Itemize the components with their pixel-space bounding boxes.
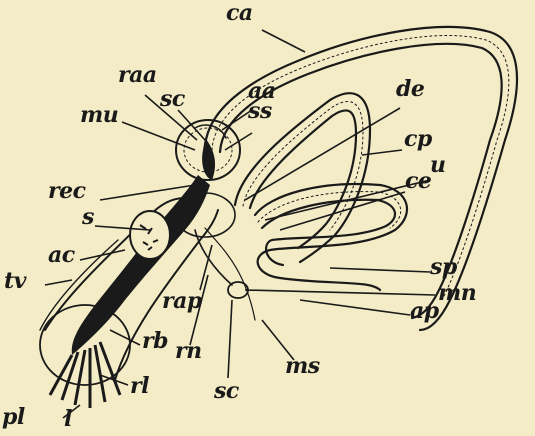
nerve-branch-2 — [205, 228, 255, 320]
label-tv: tv — [4, 270, 26, 292]
label-rec: rec — [48, 180, 85, 202]
leader-ap — [300, 300, 410, 315]
label-ca: ca — [226, 2, 253, 24]
label-ce: ce — [405, 170, 431, 192]
label-rb: rb — [142, 330, 168, 352]
label-raa: raa — [118, 64, 157, 86]
label-ap: ap — [410, 300, 439, 322]
label-pl: pl — [2, 406, 25, 428]
label-mn: mn — [438, 282, 476, 304]
label-cp: cp — [404, 128, 432, 150]
label-ms: ms — [285, 355, 320, 377]
leader-sp — [330, 268, 430, 272]
label-rap: rap — [162, 290, 202, 312]
leader-ac — [80, 250, 125, 260]
leader-sc-bottom — [228, 300, 232, 378]
nerve-fan — [50, 342, 120, 408]
label-sc-top: sc — [160, 88, 185, 110]
lateral-canal-inner — [262, 200, 395, 265]
label-sp: sp — [430, 256, 457, 278]
label-rn: rn — [175, 340, 202, 362]
label-s: s — [82, 206, 94, 228]
leader-mn — [245, 290, 435, 295]
dark-nerve-mass — [72, 175, 210, 355]
label-ac: ac — [48, 244, 75, 266]
label-rl: rl — [130, 375, 149, 397]
label-ss: ss — [248, 100, 272, 122]
label-l: l — [64, 408, 72, 430]
leader-tv — [45, 280, 72, 285]
leader-mu — [122, 122, 195, 150]
label-de: de — [396, 78, 424, 100]
label-mu: mu — [80, 104, 118, 126]
otolith-patch — [130, 211, 170, 259]
label-u: u — [430, 154, 446, 176]
leader-ss — [225, 133, 252, 150]
leader-ca — [262, 30, 305, 52]
label-sc-bottom: sc — [214, 380, 239, 402]
